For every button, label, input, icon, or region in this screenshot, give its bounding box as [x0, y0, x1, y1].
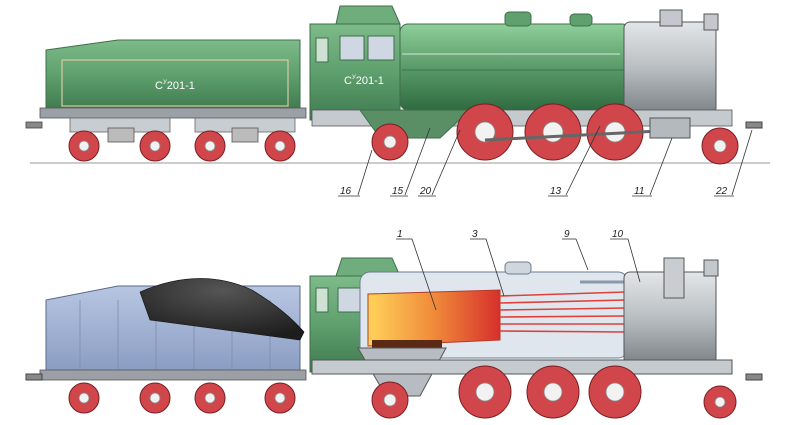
callout-16: 16 — [340, 186, 352, 197]
callout-leaders-bottom — [396, 238, 641, 311]
firebox — [367, 289, 501, 347]
coupling-rod — [484, 128, 681, 142]
frame-bottom — [311, 359, 733, 375]
tender-buffer-bottom — [25, 373, 43, 381]
callout-10: 10 — [612, 229, 624, 240]
tender-buffer — [25, 121, 43, 129]
callout-9: 9 — [564, 229, 570, 240]
firebed — [372, 340, 442, 348]
cab-window-small — [315, 37, 329, 63]
front-buffer — [745, 121, 763, 129]
headlight — [703, 13, 719, 31]
blast-pipe-chimney — [663, 257, 685, 299]
cab-roof — [335, 5, 401, 25]
tender-wheels-top — [68, 117, 296, 162]
fire-tubes — [499, 291, 627, 333]
callout-15: 15 — [392, 186, 404, 197]
bottom-locomotive-cutaway: 1 3 9 10 — [25, 229, 763, 419]
cab-window-bottom — [337, 287, 363, 313]
tender-body — [45, 39, 301, 111]
boiler — [399, 23, 631, 111]
tender-number-plate: СУ201-1 — [155, 80, 195, 92]
callout-22: 22 — [715, 186, 728, 197]
callout-13: 13 — [550, 186, 562, 197]
top-locomotive-exterior: СУ201-1 СУ201-1 — [25, 5, 770, 197]
cab-number-plate: СУ201-1 — [344, 75, 384, 87]
smokebox — [623, 21, 717, 115]
callout-1: 1 — [397, 229, 403, 240]
tender-wheels-bottom — [68, 382, 296, 414]
callout-3: 3 — [472, 229, 478, 240]
callout-leaders-top — [357, 125, 753, 196]
headlight-bottom — [703, 259, 719, 277]
tender-frame-bottom — [39, 369, 307, 381]
sand-dome — [569, 13, 593, 27]
callout-20: 20 — [419, 186, 432, 197]
driving-wheels-top — [371, 103, 739, 165]
cab-window-right — [367, 35, 395, 61]
cab-window-left — [339, 35, 365, 61]
steam-dome — [504, 11, 532, 27]
coal-pile — [139, 278, 305, 341]
tender-panel — [61, 59, 289, 107]
steam-dome-bottom — [504, 261, 532, 275]
cab-window-small-bottom — [315, 287, 329, 313]
callout-11: 11 — [634, 186, 644, 197]
tender-frame — [39, 107, 307, 119]
front-buffer-bottom — [745, 373, 763, 381]
chimney — [659, 9, 683, 27]
cylinder — [649, 117, 691, 139]
driving-wheels-bottom — [371, 365, 737, 419]
